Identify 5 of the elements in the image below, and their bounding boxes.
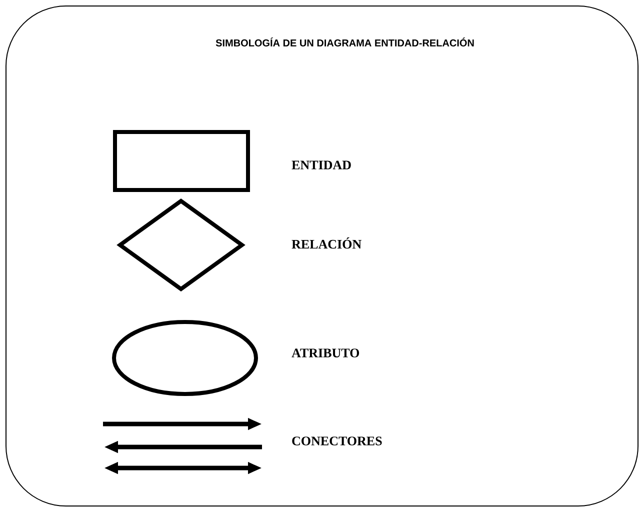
legend-label: CONECTORES bbox=[292, 436, 382, 446]
title: SIMBOLOGÍA DE UN DIAGRAMA ENTIDAD-RELACIÓN bbox=[216, 38, 474, 46]
legend-label: RELACIÓN bbox=[292, 237, 362, 249]
legend-label: ATRIBUTO bbox=[292, 348, 360, 358]
legend-label: ENTIDAD bbox=[292, 160, 351, 170]
